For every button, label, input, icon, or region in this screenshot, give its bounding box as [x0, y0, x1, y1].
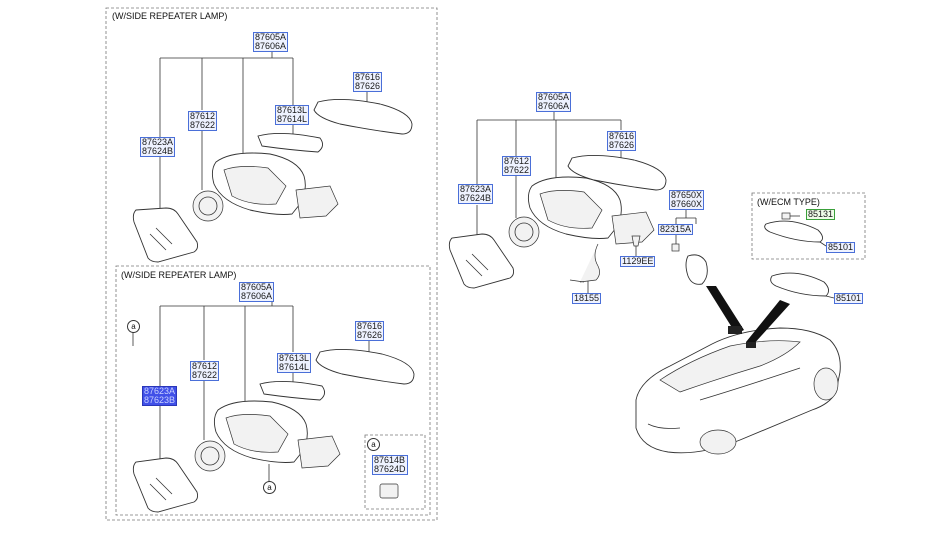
label-center-glass-highlight: 87624B [460, 193, 492, 203]
mirror-glass-center [448, 233, 515, 289]
caption-ecm: (W/ECM TYPE) [757, 197, 820, 207]
screw-center [631, 235, 641, 247]
frame-outer-left [105, 7, 438, 521]
label-car-room-mirror[interactable]: 85101 [834, 293, 864, 304]
repeater-bl [259, 381, 325, 401]
frame-inner-left [115, 265, 431, 516]
caption-top-left: (W/SIDE REPEATER LAMP) [112, 11, 228, 21]
callout-a-left: a [127, 320, 140, 333]
label-tl-glass[interactable]: 87623A 87624B [140, 137, 176, 157]
leader-arrow-2 [746, 300, 790, 346]
clip-center [671, 243, 680, 252]
frame-ecm [751, 192, 866, 260]
caption-bottom-left: (W/SIDE REPEATER LAMP) [121, 270, 237, 280]
panel-bl-parts [132, 349, 415, 513]
bulb-detail [379, 483, 399, 499]
car-body [635, 327, 841, 454]
label-center-glass[interactable]: 87623A 87624B [458, 184, 494, 204]
panel-ecm-parts [764, 212, 827, 247]
cover-mirror-center [685, 254, 708, 285]
car-room-mirror [770, 272, 829, 297]
panel-center-parts [448, 155, 708, 289]
harness-center [579, 243, 600, 283]
actuator-tl [192, 190, 224, 222]
base-center [611, 211, 655, 245]
ecm-mirror [764, 220, 823, 243]
mirror-glass-bl [132, 457, 199, 513]
base-tl [295, 185, 339, 219]
car-roof [659, 340, 801, 393]
car-drawing [635, 272, 841, 455]
leader-arrow-1 [706, 286, 744, 334]
mirror-glass-tl [132, 207, 199, 263]
actuator-bl [194, 440, 226, 472]
actuator-center [508, 216, 540, 248]
panel-tl-parts [132, 99, 413, 263]
label-center-cover-mirror[interactable]: 82315A [658, 224, 694, 235]
cover-bl [315, 349, 415, 385]
mirror-location [728, 326, 742, 334]
label-center-harness[interactable]: 18155 [572, 293, 602, 304]
panel-tl-lines [159, 48, 368, 210]
callout-a-housing: a [263, 481, 276, 494]
base-bl [297, 435, 341, 469]
cover-center [567, 155, 667, 191]
label-ecm-part1[interactable]: 85131 [806, 209, 836, 220]
cover-tl [313, 99, 413, 135]
car-wheel-front [699, 429, 737, 455]
label-tl-glass-highlight: 87624B [142, 146, 174, 156]
label-ecm-part2[interactable]: 85101 [826, 242, 856, 253]
panel-bl-lines [132, 300, 370, 482]
repeater-tl [257, 133, 323, 153]
label-center-screw[interactable]: 1129EE [620, 256, 656, 267]
frame-detail-a [364, 434, 426, 510]
car-wheel-rear [813, 367, 839, 401]
callout-a-detail: a [367, 438, 380, 451]
